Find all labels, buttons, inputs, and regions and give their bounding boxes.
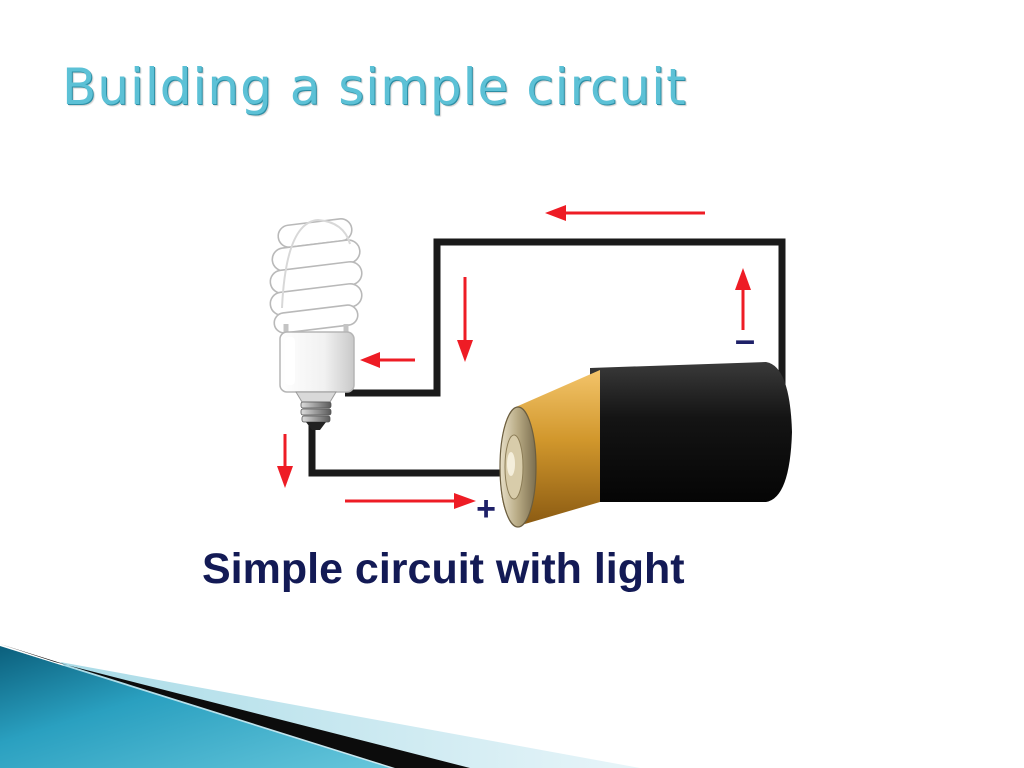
slide-title: Building a simple circuit <box>62 58 687 116</box>
top-wire <box>345 238 786 407</box>
diagram-caption: Simple circuit with light <box>202 545 685 593</box>
arrow-down-left <box>277 434 293 488</box>
circuit-diagram: + – <box>269 205 792 528</box>
positive-terminal-label: + <box>476 490 496 528</box>
arrow-up-right <box>735 268 751 330</box>
negative-terminal-label: – <box>735 319 755 360</box>
footer-decoration <box>0 644 640 768</box>
cfl-bulb-icon <box>269 218 363 430</box>
footer-teal-band <box>0 646 390 768</box>
current-arrows <box>277 205 751 509</box>
arrow-down-middle <box>457 277 473 362</box>
circuit-wires <box>308 238 786 477</box>
arrow-right-bottom <box>345 493 476 509</box>
arrow-left-bulb <box>360 352 415 368</box>
battery-icon <box>499 362 792 528</box>
bottom-wire <box>308 422 512 477</box>
arrow-left-top <box>545 205 705 221</box>
